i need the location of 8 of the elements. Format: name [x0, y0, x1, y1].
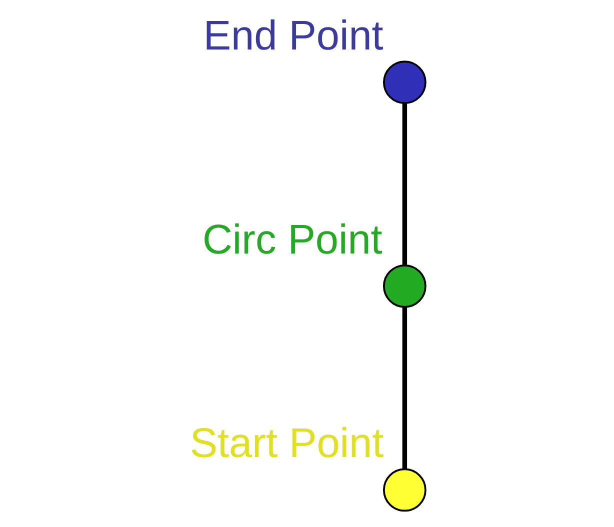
node-label: Circ Point: [202, 215, 382, 262]
node-circle: [382, 60, 426, 104]
node-circle: [382, 264, 426, 308]
connector: [402, 307, 407, 469]
node-circle: [382, 468, 426, 512]
node-label: Start Point: [189, 419, 384, 466]
node-label: End Point: [202, 11, 383, 58]
connector: [402, 103, 407, 265]
